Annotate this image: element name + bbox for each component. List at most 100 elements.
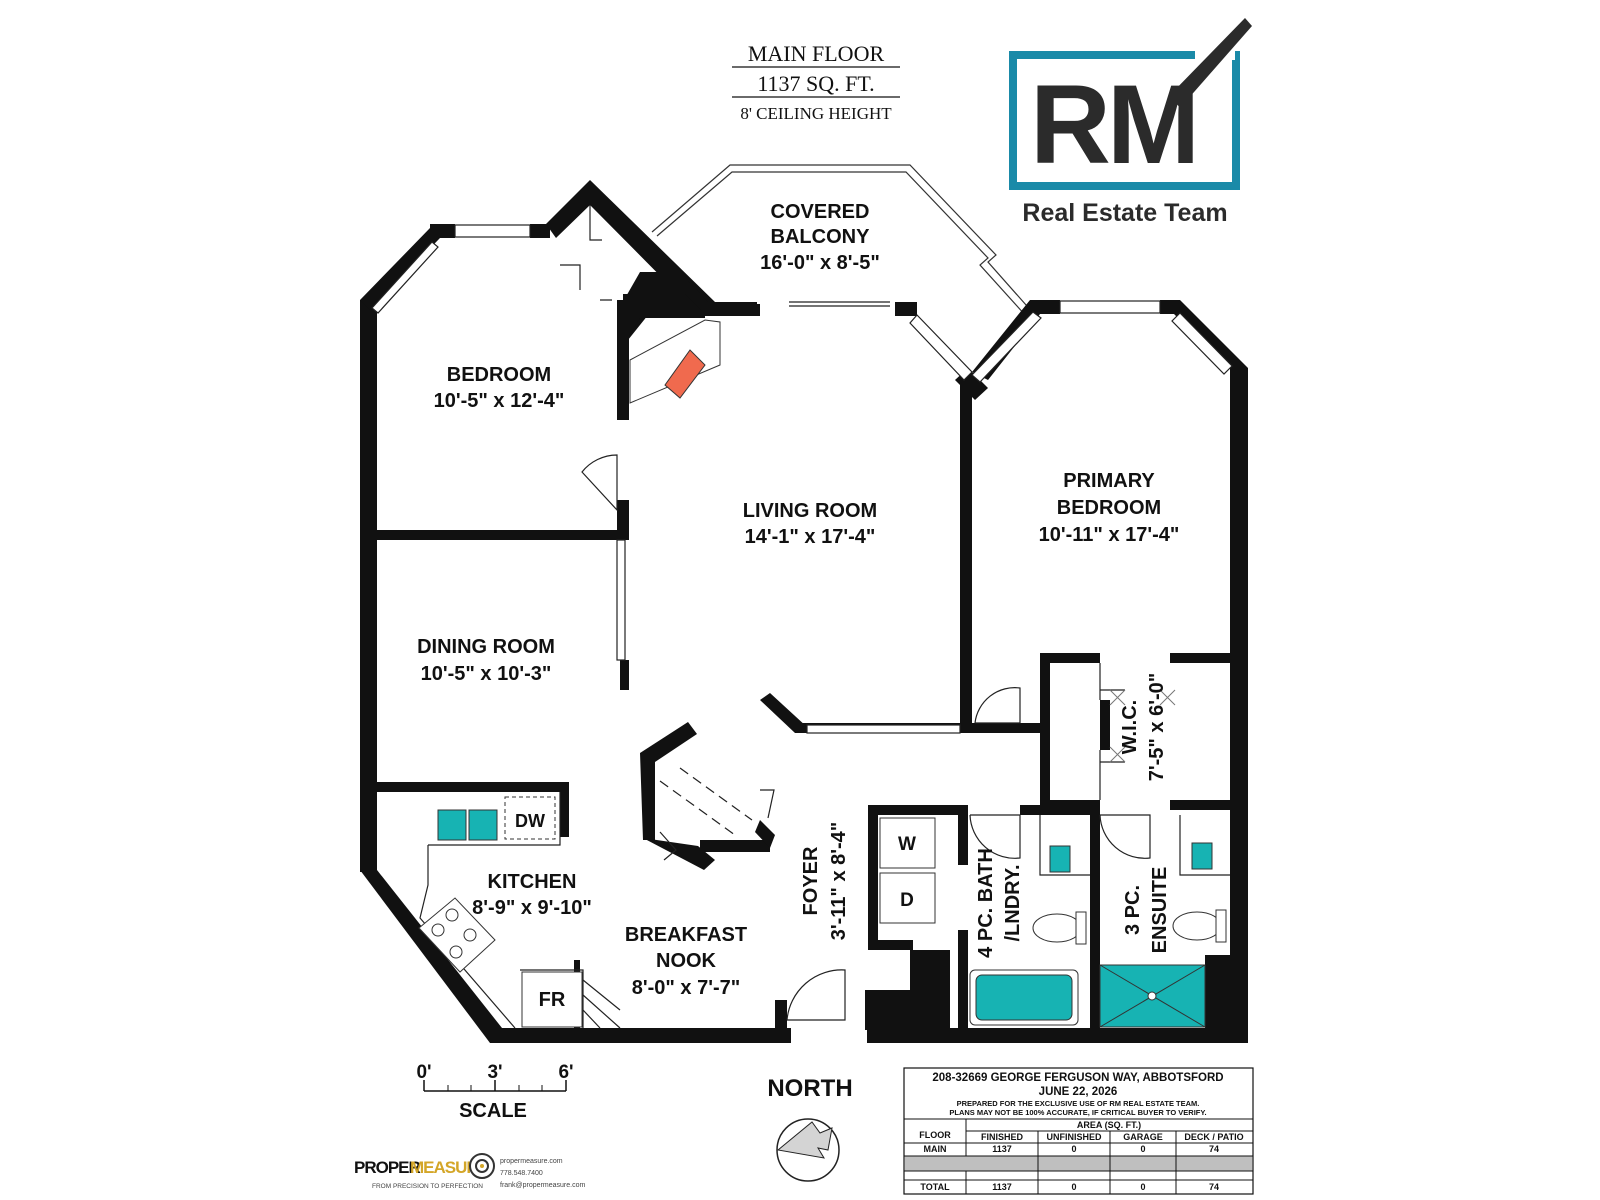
wall-dining-kitchen bbox=[360, 782, 560, 792]
info-row-label: TOTAL bbox=[920, 1182, 950, 1192]
door-bath bbox=[969, 814, 1021, 859]
info-spacer-row bbox=[903, 1155, 1254, 1172]
window-primary-ne bbox=[1171, 312, 1233, 375]
north-arrow-icon bbox=[776, 1121, 833, 1159]
credit-site: propermeasure.com bbox=[500, 1158, 563, 1165]
wic-size: 7'-5" x 6'-0" bbox=[1146, 673, 1168, 782]
info-cell: 0 bbox=[1071, 1144, 1076, 1154]
primary-size: 10'-11" x 17'-4" bbox=[1039, 524, 1180, 546]
bedroom-size: 10'-5" x 12'-4" bbox=[434, 390, 565, 412]
bedroom-name: BEDROOM bbox=[447, 364, 551, 386]
bath-name: 4 PC. BATH bbox=[975, 848, 997, 958]
scale-bar: 0' 3' 6' SCALE bbox=[416, 1062, 573, 1122]
washer-label: W bbox=[898, 834, 916, 855]
info-cell: 1137 bbox=[992, 1182, 1012, 1192]
floor-name: MAIN FLOOR bbox=[748, 41, 885, 66]
door-primary-bath bbox=[974, 687, 1021, 724]
washer bbox=[879, 817, 936, 869]
wall-bottom-left bbox=[490, 1028, 791, 1043]
proper-measure-credit: PROPER MEASURE FROM PRECISION TO PERFECT… bbox=[354, 1153, 585, 1190]
window-bed-top bbox=[454, 224, 531, 238]
scale-tick-3: 3' bbox=[487, 1062, 502, 1083]
sink-left-icon bbox=[437, 809, 467, 841]
bathtub-icon bbox=[975, 974, 1073, 1021]
kitchen-size: 8'-9" x 9'-10" bbox=[472, 897, 592, 919]
logo-frame bbox=[1009, 51, 1240, 190]
doors bbox=[560, 205, 1151, 1021]
balcony-name-2: BALCONY bbox=[771, 226, 871, 248]
foyer-name: FOYER bbox=[800, 846, 822, 915]
wall-right bbox=[1230, 368, 1248, 1043]
foyer-size: 3'-11" x 8'-4" bbox=[828, 822, 850, 941]
dryer-label: D bbox=[900, 890, 914, 911]
window-living-ne bbox=[909, 314, 973, 381]
sliding-door bbox=[789, 301, 890, 307]
nook-name-2: NOOK bbox=[656, 950, 717, 972]
window-bed-nw bbox=[371, 241, 439, 314]
info-cell: 0 bbox=[1071, 1182, 1076, 1192]
ensuite-name-2: ENSUITE bbox=[1149, 867, 1171, 954]
living-name: LIVING ROOM bbox=[743, 500, 877, 522]
wall-living-primary bbox=[960, 385, 972, 730]
primary-name-2: BEDROOM bbox=[1057, 497, 1161, 519]
credit-phone: 778.548.7400 bbox=[500, 1170, 543, 1177]
info-column-header: UNFINISHED bbox=[1046, 1132, 1102, 1142]
primary-name-1: PRIMARY bbox=[1063, 470, 1155, 492]
living-size: 14'-1" x 17'-4" bbox=[745, 526, 876, 548]
info-note-2: PLANS MAY NOT BE 100% ACCURATE, IF CRITI… bbox=[949, 1108, 1206, 1117]
dishwasher bbox=[504, 796, 556, 840]
info-table: 208-32669 GEORGE FERGUSON WAY, ABBOTSFOR… bbox=[903, 1067, 1254, 1195]
door-bedroom bbox=[581, 454, 618, 512]
info-area-header: AREA (SQ. FT.) bbox=[1077, 1120, 1141, 1130]
bath-toilet-icon bbox=[1032, 913, 1082, 943]
ceiling-height: 8' CEILING HEIGHT bbox=[740, 104, 892, 123]
info-column-header: GARAGE bbox=[1123, 1132, 1163, 1142]
floor-header: MAIN FLOOR 1137 SQ. FT. 8' CEILING HEIGH… bbox=[732, 41, 900, 123]
bath-sink-icon bbox=[1049, 845, 1071, 873]
nook-size: 8'-0" x 7'-7" bbox=[632, 977, 741, 999]
info-column-header: FINISHED bbox=[981, 1132, 1024, 1142]
logo-tagline: Real Estate Team bbox=[1022, 199, 1227, 227]
wall-diagonal-sw bbox=[360, 870, 502, 1043]
dryer bbox=[879, 872, 936, 924]
balcony-name-1: COVERED bbox=[771, 201, 870, 223]
wic-name: W.I.C. bbox=[1119, 700, 1141, 754]
north-label: NORTH bbox=[767, 1075, 852, 1102]
credit-brand-1: PROPER bbox=[354, 1158, 421, 1177]
windows bbox=[371, 224, 1233, 734]
info-cell: 0 bbox=[1140, 1182, 1145, 1192]
info-date: JUNE 22, 2026 bbox=[1039, 1086, 1118, 1098]
wall-left bbox=[360, 300, 377, 872]
kitchen-name: KITCHEN bbox=[488, 871, 577, 893]
info-row-label: MAIN bbox=[924, 1144, 947, 1154]
info-cell: 74 bbox=[1209, 1144, 1219, 1154]
window-living-bottom bbox=[806, 724, 961, 734]
window-primary-nw bbox=[971, 311, 1042, 383]
logo-letters: RM bbox=[1030, 62, 1196, 187]
credit-tagline: FROM PRECISION TO PERFECTION bbox=[372, 1183, 483, 1190]
stove-icon bbox=[418, 897, 496, 973]
north-compass: NORTH bbox=[767, 1075, 853, 1182]
wall-laundry bbox=[868, 805, 878, 950]
fridge-label: FR bbox=[539, 989, 566, 1011]
info-address: 208-32669 GEORGE FERGUSON WAY, ABBOTSFOR… bbox=[932, 1072, 1223, 1084]
balcony-outline bbox=[651, 164, 1035, 317]
info-cell: 1137 bbox=[992, 1144, 1012, 1154]
fireplace-hearth-icon bbox=[664, 349, 706, 399]
scale-label: SCALE bbox=[459, 1100, 527, 1122]
scale-tick-0: 0' bbox=[416, 1062, 431, 1083]
floor-area: 1137 SQ. FT. bbox=[757, 71, 874, 96]
wall-bed-dining bbox=[360, 530, 629, 540]
door-wic bbox=[1100, 689, 1125, 763]
checkmark-icon bbox=[1170, 18, 1252, 108]
door-ensuite bbox=[1099, 814, 1151, 859]
sink-right-icon bbox=[468, 809, 498, 841]
dining-name: DINING ROOM bbox=[417, 636, 555, 658]
info-cell: 74 bbox=[1209, 1182, 1219, 1192]
fireplace-block bbox=[623, 294, 705, 345]
room-labels: COVERED BALCONY 16'-0" x 8'-5" BEDROOM 1… bbox=[417, 201, 1179, 999]
rm-logo: RM Real Estate Team bbox=[1009, 18, 1252, 227]
dining-size: 10'-5" x 10'-3" bbox=[421, 663, 552, 685]
